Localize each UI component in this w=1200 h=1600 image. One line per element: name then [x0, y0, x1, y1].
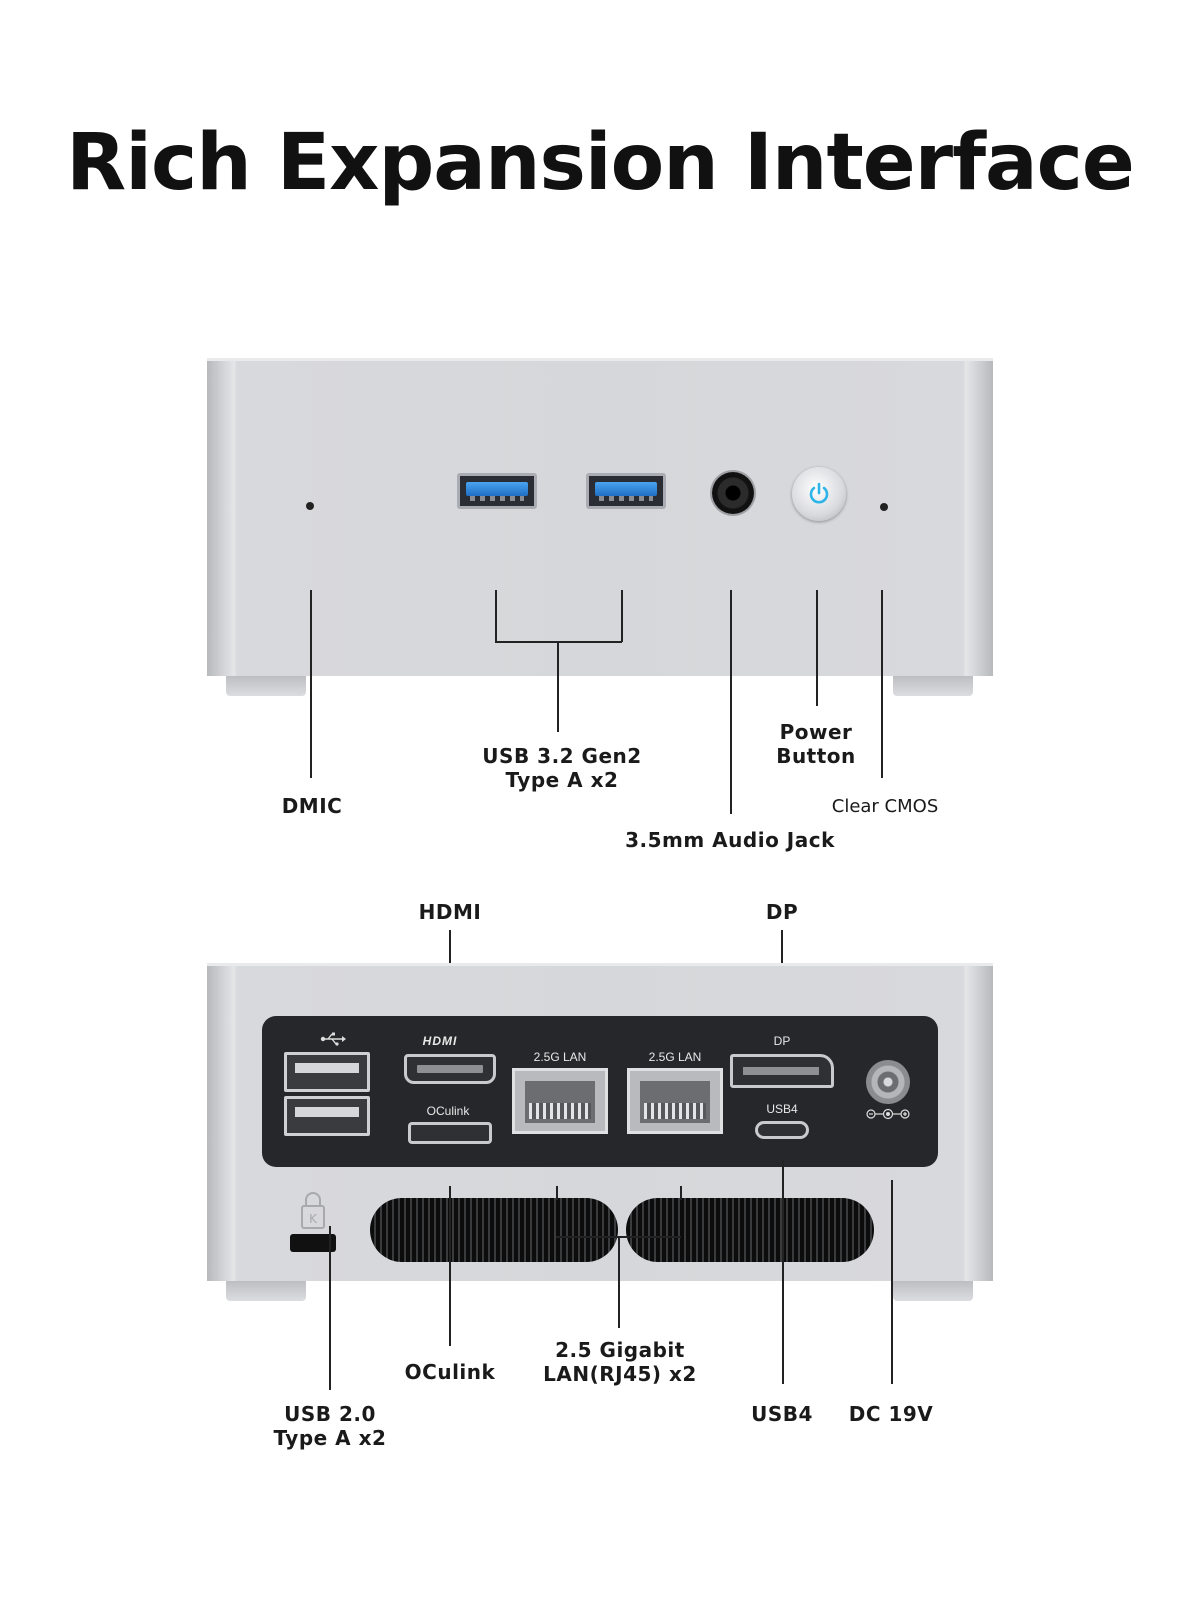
dmic-hole [306, 502, 314, 510]
lan-port-1 [512, 1068, 608, 1134]
front-foot-right [893, 676, 973, 696]
label-usb20-line2: Type A x2 [273, 1426, 387, 1450]
vent-left [370, 1198, 618, 1262]
label-usb32-line1: USB 3.2 Gen2 [482, 744, 642, 768]
rear-foot-left [226, 1281, 306, 1301]
power-icon [809, 482, 829, 504]
label-lan-line1: 2.5 Gigabit [555, 1338, 685, 1362]
page-title: Rich Expansion Interface [66, 118, 1135, 208]
usb-3-2-port-2 [586, 473, 666, 509]
label-clear-cmos: Clear CMOS [831, 796, 939, 817]
power-button [792, 467, 846, 521]
panel-hdmi-logo: HDMI [422, 1034, 458, 1048]
usb4-port [755, 1121, 809, 1139]
usb-3-2-port-1 [457, 473, 537, 509]
label-power-line1: Power [779, 720, 853, 744]
oculink-port [408, 1122, 492, 1144]
label-usb20-line1: USB 2.0 [284, 1402, 376, 1426]
label-lan-line2: LAN(RJ45) x2 [543, 1362, 697, 1386]
panel-lan2-label: 2.5G LAN [648, 1050, 702, 1064]
dc-polarity-icon [866, 1108, 910, 1120]
panel-usb4-label: USB4 [766, 1102, 798, 1116]
label-oculink: OCulink [404, 1360, 496, 1384]
vent-right [626, 1198, 874, 1262]
hdmi-port [404, 1054, 496, 1084]
front-foot-left [226, 676, 306, 696]
label-hdmi-top: HDMI [418, 900, 482, 924]
label-audio-jack: 3.5mm Audio Jack [625, 828, 835, 852]
kensington-lock-icon: K [301, 1192, 325, 1229]
usb-2-0-port-1 [284, 1052, 370, 1092]
front-chassis [207, 358, 993, 676]
dc-jack [866, 1060, 910, 1104]
panel-dp-label: DP [773, 1034, 791, 1048]
kensington-slot [290, 1234, 336, 1252]
clear-cmos-hole [880, 503, 888, 511]
label-dc-19v: DC 19V [848, 1402, 934, 1426]
label-usb4: USB4 [751, 1402, 813, 1426]
audio-jack [712, 472, 754, 514]
label-dp-top: DP [765, 900, 799, 924]
label-power-line2: Button [776, 744, 856, 768]
rear-foot-right [893, 1281, 973, 1301]
usb-2-0-port-2 [284, 1096, 370, 1136]
rear-io-panel: HDMI OCulink 2.5G LAN 2.5G LAN DP USB4 [262, 1016, 938, 1167]
label-usb32-line2: Type A x2 [505, 768, 619, 792]
displayport-port [730, 1054, 834, 1088]
svg-text:K: K [309, 1212, 318, 1226]
panel-lan1-label: 2.5G LAN [533, 1050, 587, 1064]
usb-icon [320, 1032, 346, 1046]
lan-port-2 [627, 1068, 723, 1134]
label-dmic: DMIC [281, 794, 343, 818]
panel-oculink-label: OCulink [426, 1104, 470, 1118]
